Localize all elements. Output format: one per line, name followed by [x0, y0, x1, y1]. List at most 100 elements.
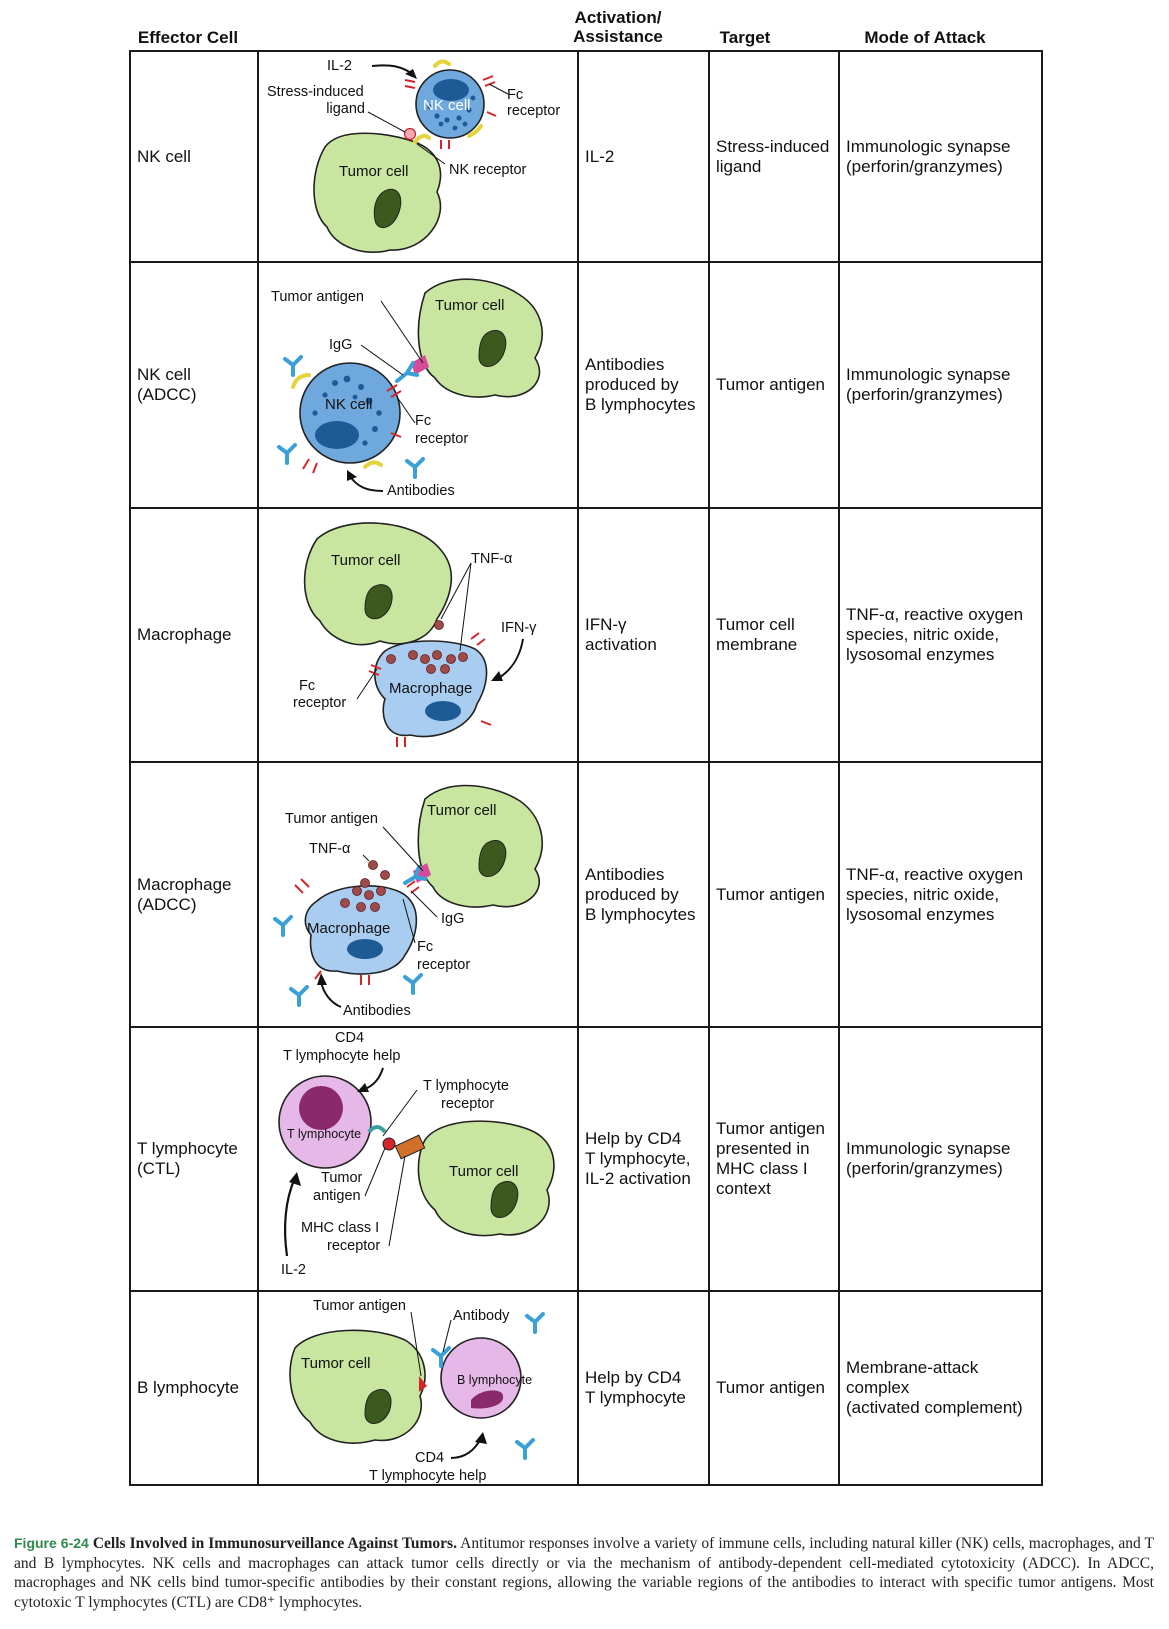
antigen-label-1: Tumor [321, 1170, 363, 1186]
tumor-cell-shape [289, 1329, 426, 1444]
mode-cell: Immunologic synapse (perforin/granzymes) [838, 1026, 1043, 1292]
macrophage-body [304, 885, 418, 975]
granules [386, 620, 468, 674]
b-lymphocyte-label: B lymphocyte [457, 1373, 532, 1387]
target-cell: Tumor antigen [708, 761, 840, 1028]
fc-label: Fc [299, 678, 315, 694]
antibody-icons [431, 1312, 545, 1460]
activation-cell: IFN-γ activation [577, 507, 710, 763]
fc-receptor-label: receptor [415, 431, 468, 447]
activation-cell: Help by CD4 T lymphocyte, IL-2 activatio… [577, 1026, 710, 1292]
table-row-nk-cell: NK cell [129, 50, 1043, 263]
mode-cell: Immunologic synapse (perforin/granzymes) [838, 261, 1043, 509]
granules [340, 860, 390, 912]
antibodies-label: Antibodies [387, 483, 455, 499]
diagram-cell-nk: IL-2 Stress-induced ligand Fc receptor N… [257, 50, 579, 263]
diagram-cell-b-lymphocyte: Tumor antigen Antibody Tumor cell B lymp… [257, 1290, 579, 1486]
tumor-cell-label: Tumor cell [301, 1355, 370, 1372]
diagram-cell-t-lymphocyte: CD4 T lymphocyte help T lymphocyte recep… [257, 1026, 579, 1292]
effector-cell: T lymphocyte (CTL) [129, 1026, 259, 1292]
target-cell: Stress-induced ligand [708, 50, 840, 263]
fc-receptor-label: receptor [417, 957, 470, 973]
nucleus [373, 188, 402, 228]
tumor-cell-shape [303, 522, 453, 646]
macrophage-nucleus [347, 939, 383, 959]
mode-cell: TNF-α, reactive oxygen species, nitric o… [838, 761, 1043, 1028]
t-lymphocyte-label: T lymphocyte [287, 1127, 361, 1141]
tumor-antigen-icon [419, 1376, 427, 1392]
fc-receptor-icons [404, 75, 497, 149]
cd4-help-label: T lymphocyte help [369, 1468, 486, 1484]
table-row-t-lymphocyte: T lymphocyte (CTL) CD4 T lymphocyte help [129, 1026, 1043, 1292]
effector-cell: B lymphocyte [129, 1290, 259, 1486]
activation-cell: Antibodies produced by B lymphocytes [577, 761, 710, 1028]
target-cell: Tumor antigen [708, 1290, 840, 1486]
stress-ligand-icon [403, 127, 417, 141]
tumor-cell-shape [417, 1120, 555, 1237]
table-row-b-lymphocyte: B lymphocyte Tumor antigen Antibody [129, 1290, 1043, 1486]
header-target: Target [719, 28, 771, 47]
antibody-icons [277, 355, 425, 479]
tumor-cell-shape [417, 784, 543, 908]
nucleus [478, 840, 507, 877]
effector-cell: Macrophage (ADCC) [129, 761, 259, 1028]
nk-receptor-label: NK receptor [449, 162, 527, 178]
mhc-label: MHC class I [301, 1220, 379, 1236]
tumor-cell-label: Tumor cell [339, 163, 408, 180]
b-lymphocyte-illustration: Tumor antigen Antibody Tumor cell B lymp… [289, 1298, 545, 1484]
t-lymphocyte-illustration: CD4 T lymphocyte help T lymphocyte recep… [278, 1030, 555, 1278]
nk-nucleus [433, 79, 469, 101]
nk-receptor-icon [413, 133, 431, 144]
fc-receptor-icons [302, 384, 402, 474]
tumor-cell-label: Tumor cell [331, 552, 400, 569]
tnf-label: TNF-α [309, 841, 350, 857]
effector-cell: NK cell [129, 50, 259, 263]
tumor-cell-shape [417, 278, 544, 398]
fc-label: Fc [415, 413, 431, 429]
diagram-cell-macrophage-adcc: Tumor antigen Tumor cell TNF-α IgG Macro… [257, 761, 579, 1028]
fc-receptor-icons [294, 878, 420, 985]
mode-cell: Immunologic synapse (perforin/granzymes) [838, 50, 1043, 263]
activation-cell: Help by CD4 T lymphocyte [577, 1290, 710, 1486]
ifn-label: IFN-γ [501, 620, 537, 636]
table-row-macrophage: Macrophage [129, 507, 1043, 763]
t-cell-receptor-icon [367, 1125, 387, 1134]
ligand-label: ligand [326, 101, 365, 117]
nk-nucleus [315, 421, 359, 449]
figure-number: Figure 6-24 [14, 1535, 89, 1551]
activation-cell: IL-2 [577, 50, 710, 263]
t-lymphocyte-nucleus [299, 1086, 343, 1130]
antibody-icons [273, 865, 427, 1007]
nucleus [478, 330, 507, 367]
ifn-arrow [496, 638, 524, 680]
mhc-receptor-label: receptor [327, 1238, 380, 1254]
tumor-cell-label: Tumor cell [427, 802, 496, 819]
tumor-cell-label: Tumor cell [449, 1163, 518, 1180]
nk-cell-label: NK cell [423, 97, 471, 114]
nk-adcc-illustration: Tumor antigen Tumor cell IgG NK cell Fc … [271, 278, 544, 499]
mhc-receptor-icon [394, 1134, 426, 1160]
igg-label: IgG [441, 911, 464, 927]
header-effector-cell: Effector Cell [137, 28, 239, 47]
immune-cell-table: NK cell [129, 50, 1043, 1486]
diagram-cell-macrophage: Tumor cell TNF-α IFN-γ Fc receptor Macro… [257, 507, 579, 763]
nk-cell-label: NK cell [325, 396, 373, 413]
activation-cell: Antibodies produced by B lymphocytes [577, 261, 710, 509]
antigen-label-2: antigen [313, 1188, 361, 1204]
effector-cell: Macrophage [129, 507, 259, 763]
figure-body: Antitumor responses involve a variety of… [14, 1535, 1154, 1611]
tcr-label: T lymphocyte [423, 1078, 509, 1094]
header-mode: Mode of Attack [864, 28, 986, 47]
tumor-antigen-label: Tumor antigen [313, 1298, 406, 1314]
header-activation: Activation/ Assistance [573, 8, 663, 46]
macrophage-illustration: Tumor cell TNF-α IFN-γ Fc receptor Macro… [293, 522, 537, 747]
figure-title: Cells Involved in Immunosurveillance Aga… [92, 1535, 457, 1552]
table-row-nk-adcc: NK cell (ADCC) [129, 261, 1043, 509]
tumor-cell-shape [313, 132, 442, 254]
tumor-antigen-icon [411, 355, 429, 375]
effector-cell: NK cell (ADCC) [129, 261, 259, 509]
diagram-cell-nk-adcc: Tumor antigen Tumor cell IgG NK cell Fc … [257, 261, 579, 509]
macrophage-label: Macrophage [307, 920, 390, 937]
il2-label: IL-2 [281, 1262, 306, 1278]
nucleus [364, 1389, 392, 1424]
